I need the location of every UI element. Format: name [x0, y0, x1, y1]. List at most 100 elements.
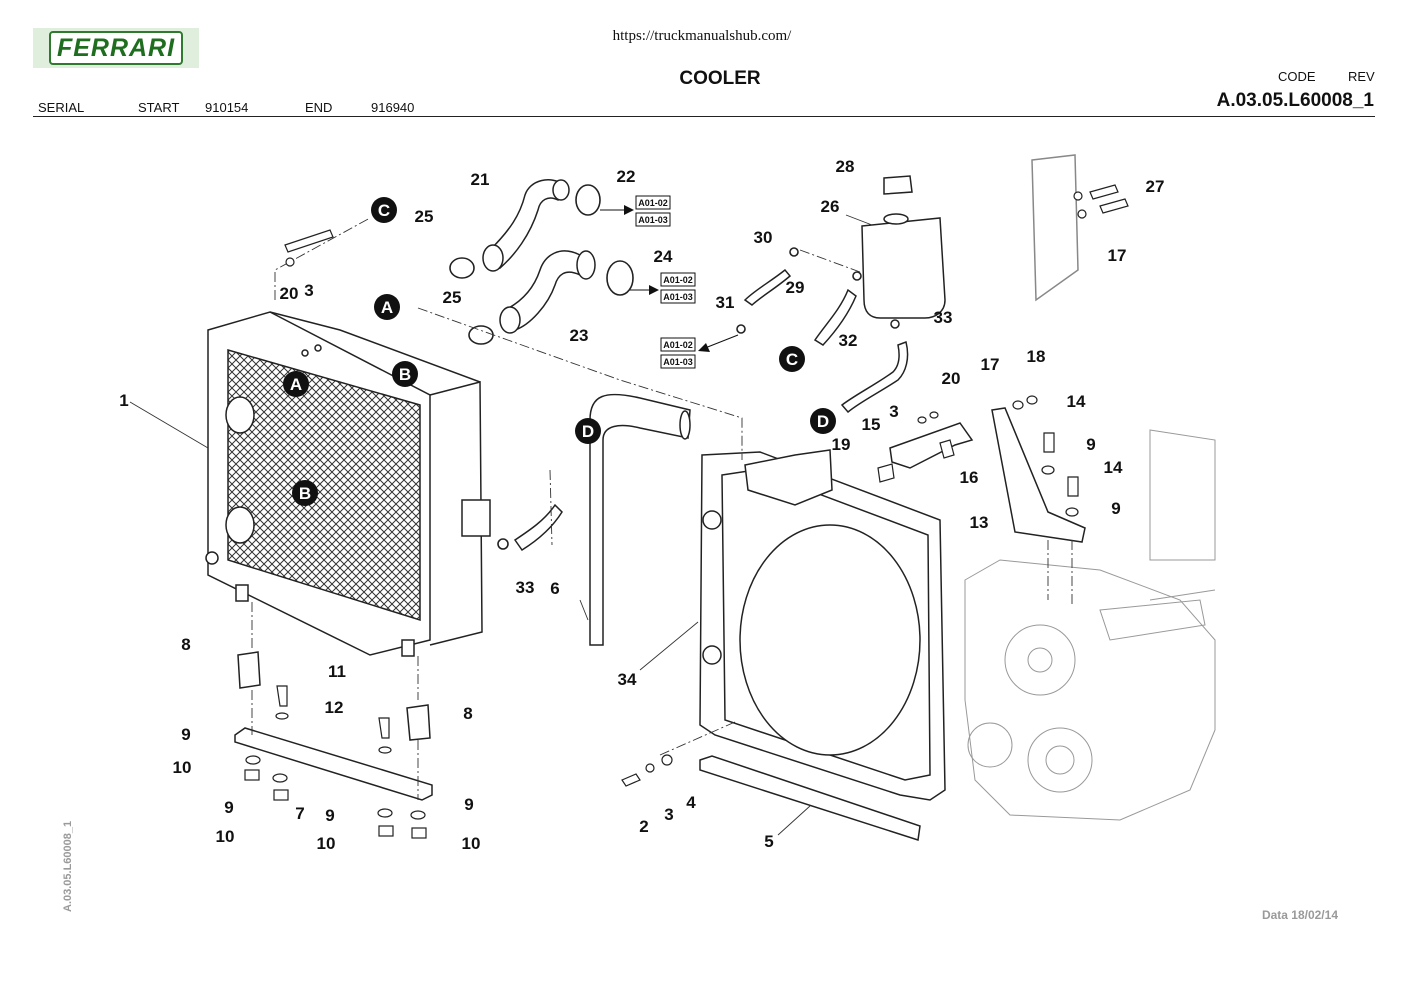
svg-text:A: A [381, 298, 393, 317]
leader-lines [129, 214, 1073, 836]
svg-text:B: B [299, 484, 311, 503]
part-number: 15 [862, 415, 881, 434]
source-url[interactable]: https://truckmanualshub.com/ [612, 28, 792, 44]
logo-text: FERRARI [48, 31, 184, 65]
part-number: 8 [181, 635, 190, 654]
part-number: 19 [832, 435, 851, 454]
part-number: 14 [1104, 458, 1123, 477]
callout-a-top: A [374, 294, 400, 320]
ref-tag: A01-02 [663, 275, 693, 285]
code-value: A.03.05.L60008_1 [1216, 90, 1374, 111]
expansion-tank [861, 175, 946, 329]
engine-background [964, 429, 1216, 821]
part-number: 34 [618, 670, 637, 689]
part-number: 20 [942, 369, 961, 388]
callout-b-radiator: B [292, 480, 318, 506]
part-number: 10 [216, 827, 235, 846]
part-number: 20 [280, 284, 299, 303]
bracket [889, 154, 1086, 543]
side-document-code: A.03.05.L60008_1 [62, 820, 74, 912]
callout-d-tank: D [810, 408, 836, 434]
connection-callouts: C A B A B D C D [283, 197, 836, 506]
ref-tag-group-2: A01-02 A01-03 [660, 272, 696, 304]
header-divider [33, 116, 1375, 117]
exploded-parts-diagram: A01-02 A01-03 A01-02 A01-03 A01-02 A01-0… [119, 154, 1216, 853]
start-value: 910154 [205, 100, 249, 115]
serial-label: SERIAL [38, 100, 85, 115]
part-number: 9 [1111, 499, 1120, 518]
svg-text:B: B [399, 365, 411, 384]
part-number: 26 [821, 197, 840, 216]
clamps [449, 184, 862, 550]
part-number: 30 [754, 228, 773, 247]
part-number: 17 [1108, 246, 1127, 265]
part-number: 9 [325, 806, 334, 825]
start-label: START [138, 100, 180, 115]
part-number: 6 [550, 579, 559, 598]
part-number: 9 [224, 798, 233, 817]
part-number: 28 [836, 157, 855, 176]
part-number: 4 [686, 793, 696, 812]
part-number: 21 [471, 170, 490, 189]
part-number: 22 [617, 167, 636, 186]
callout-b-top: B [392, 361, 418, 387]
part-number: 10 [317, 834, 336, 853]
part-number: 13 [970, 513, 989, 532]
callout-c-tank: C [779, 346, 805, 372]
part-number: 12 [325, 698, 344, 717]
hoses [482, 179, 909, 646]
ref-tag: A01-02 [638, 198, 668, 208]
ferrari-logo: FERRARI [33, 28, 199, 68]
callout-d-hose: D [575, 418, 601, 444]
part-number: 14 [1067, 392, 1086, 411]
document-date: Data 18/02/14 [1261, 908, 1338, 922]
part-number: 33 [934, 308, 953, 327]
part-number: 9 [1086, 435, 1095, 454]
ref-tag-group-3: A01-02 A01-03 [660, 337, 696, 369]
part-number: 10 [462, 834, 481, 853]
rev-label: REV [1348, 69, 1375, 84]
callout-c-top: C [371, 197, 397, 223]
ref-tag: A01-03 [663, 292, 693, 302]
part-number: 24 [654, 247, 673, 266]
ref-tag: A01-03 [638, 215, 668, 225]
end-label: END [305, 100, 333, 115]
part-number: 23 [570, 326, 589, 345]
part-number: 3 [889, 402, 898, 421]
part-number: 33 [516, 578, 535, 597]
part-number: 11 [328, 662, 346, 681]
page-title: COOLER [679, 68, 761, 89]
part-number: 8 [463, 704, 472, 723]
svg-text:A: A [290, 375, 302, 394]
part-number: 25 [415, 207, 434, 226]
svg-text:C: C [378, 201, 390, 220]
callout-a-radiator: A [283, 371, 309, 397]
part-number: 17 [981, 355, 1000, 374]
code-label: CODE [1278, 69, 1316, 84]
part-number: 3 [664, 805, 673, 824]
part-number: 7 [295, 804, 304, 823]
svg-text:C: C [786, 350, 798, 369]
fan-shroud [699, 449, 946, 801]
fasteners [244, 184, 1129, 839]
part-number: 32 [839, 331, 858, 350]
part-number: 5 [764, 832, 773, 851]
ref-tag-group-1: A01-02 A01-03 [635, 195, 671, 227]
part-number: 31 [716, 293, 735, 312]
svg-text:D: D [817, 412, 829, 431]
part-number: 1 [119, 391, 128, 410]
part-number: 3 [304, 281, 313, 300]
end-value: 916940 [371, 100, 415, 115]
part-number: 2 [639, 817, 648, 836]
part-number-labels: 1 2 3 3 3 4 5 6 7 8 8 9 9 9 9 9 9 10 10 … [119, 157, 1164, 853]
part-number: 29 [786, 278, 805, 297]
part-number: 9 [181, 725, 190, 744]
radiator [205, 311, 491, 657]
ref-tag: A01-02 [663, 340, 693, 350]
reference-tags: A01-02 A01-03 A01-02 A01-03 A01-02 A01-0… [600, 195, 739, 369]
svg-text:D: D [582, 422, 594, 441]
part-number: 18 [1027, 347, 1046, 366]
mounting-bar [234, 651, 921, 841]
part-number: 27 [1146, 177, 1165, 196]
part-number: 25 [443, 288, 462, 307]
